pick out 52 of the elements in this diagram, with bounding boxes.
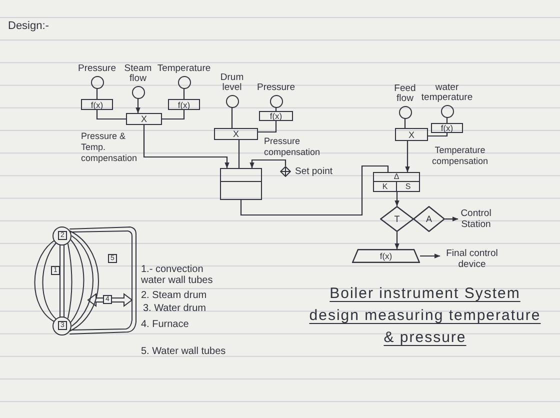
signal-label: Temperature [157, 64, 211, 74]
connector-line [162, 110, 185, 120]
caption: Boiler instrument System design measuring temperature & pressure [308, 284, 542, 348]
part-list-item: 4. Furnace [141, 319, 190, 330]
part-list-item: 2. Steam drum [141, 290, 208, 301]
diamond-symbol: A [413, 206, 445, 232]
connector-line [446, 118, 448, 123]
signal-label: Pressure [78, 64, 116, 74]
compensation-note: Pressure compensation [264, 136, 322, 158]
connector-line [231, 108, 233, 128]
multiply-sign: X [232, 129, 239, 139]
arrow [394, 192, 400, 206]
signal-label: Drum level [220, 72, 244, 94]
connector-line [183, 88, 185, 99]
station-label: Control Station [458, 208, 494, 230]
signal-label: Steam flow [124, 64, 152, 84]
function-box: f(x) [431, 123, 463, 133]
part-list-item: 5. Water wall tubes [141, 346, 227, 357]
controller-box [220, 168, 262, 200]
summing-box: Δ K S [373, 172, 420, 192]
compensation-note: Temperature compensation [430, 145, 490, 167]
signal-label: Pressure [257, 83, 295, 94]
part-list-item: 1.- convection water wall tubes [141, 264, 214, 286]
connector-line [96, 88, 98, 99]
connector-line [404, 118, 406, 128]
diamond-symbol: T [380, 206, 414, 232]
signal-label: water temperature [421, 82, 473, 104]
arrow [405, 141, 410, 172]
arrow [394, 232, 400, 250]
part-list-item: 3. Water drum [143, 303, 207, 314]
signal-label: Feed flow [394, 84, 416, 104]
device-label: Final control device [440, 248, 504, 270]
multiply-sign: X [140, 114, 147, 124]
compensation-note: Pressure & Temp. compensation [81, 131, 138, 164]
connector-line [238, 140, 240, 168]
connector-line [240, 165, 389, 216]
multiply-sign: X [408, 130, 414, 140]
diagram-title: Design:- [8, 20, 49, 32]
connector-line [258, 121, 277, 133]
connector-line [275, 108, 277, 111]
function-box: f(x) [259, 111, 293, 121]
set-point-label: Set point [295, 166, 332, 178]
arrow [420, 254, 440, 258]
arrow [250, 159, 286, 168]
arrow [143, 125, 230, 168]
connector-line [428, 133, 448, 137]
function-box: f(x) [81, 99, 113, 110]
trapezoid-symbol: f(x) [352, 249, 420, 263]
function-box: f(x) [168, 99, 200, 110]
connector-line [96, 110, 126, 120]
arrow [136, 98, 140, 114]
arrow [445, 216, 458, 222]
